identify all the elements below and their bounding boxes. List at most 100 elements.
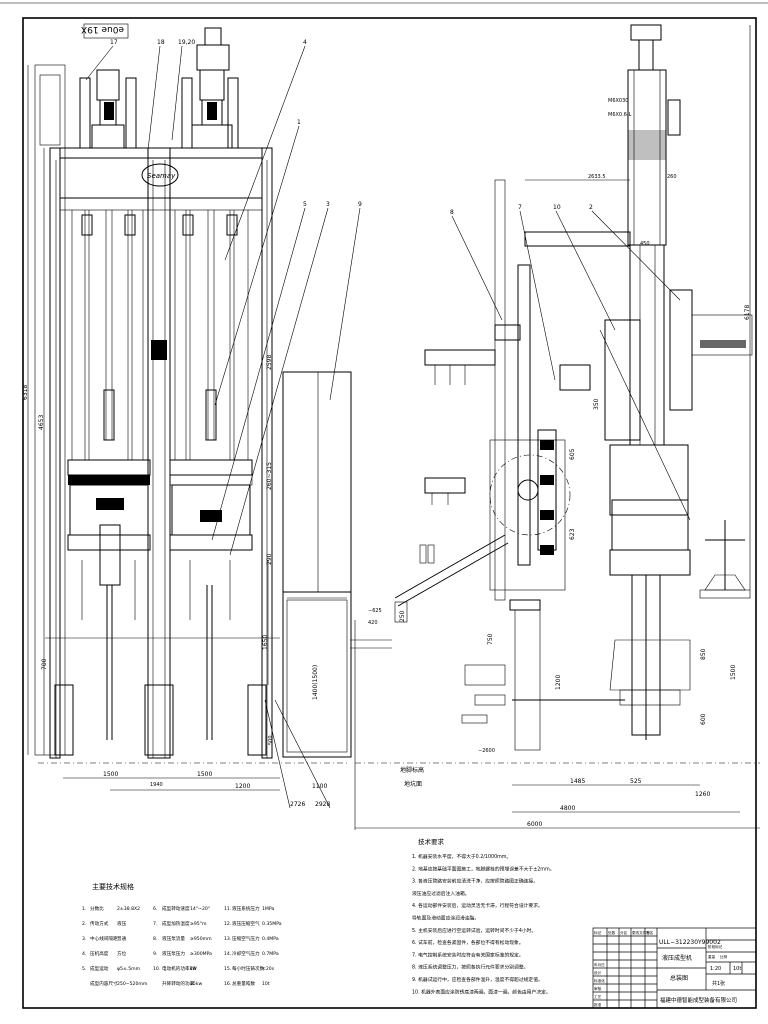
- svg-text:6178: 6178: [744, 305, 751, 320]
- company-name: 福建中德智能成型装备有限公司: [660, 996, 737, 1004]
- svg-text:1260: 1260: [695, 791, 710, 798]
- svg-text:850: 850: [700, 648, 707, 660]
- note-line: 5. 主机安装后应进行空运转试验，运转时间不少于4小时。: [412, 927, 536, 934]
- spec-cell: 普通: [117, 935, 127, 942]
- svg-text:地脚标高: 地脚标高: [400, 766, 424, 774]
- note-line: 2. 地基应按基础平面图施工，地脚螺栓的预埋误差不大于±2mm。: [412, 865, 554, 872]
- spec-cell: φ5±.5mm: [117, 966, 141, 972]
- note-line: 1. 机器安装水平度，不得大于0.2/1000mm。: [412, 853, 511, 860]
- svg-text:2726: 2726: [290, 801, 305, 808]
- spec-cell: 35kw: [190, 981, 203, 987]
- spec-cell: 压缩空气压力: [232, 935, 260, 942]
- title-block-cell: 标准化: [594, 978, 605, 983]
- spec-cell: 分数比: [90, 905, 104, 912]
- spec-cell: 15.: [224, 966, 231, 972]
- tech-notes: 技术要求 1. 机器安装水平度，不得大于0.2/1000mm。2. 地基应按基础…: [412, 837, 554, 995]
- brand-logo: [141, 163, 179, 187]
- title-block-cell: 标记: [594, 930, 602, 935]
- svg-text:1100: 1100: [312, 783, 327, 790]
- svg-text:1485: 1485: [570, 778, 585, 785]
- spec-cell: 2.: [82, 921, 86, 927]
- note-line: 3. 各液压管路安装前应清洗干净，应按照管路图正确连接。: [412, 878, 538, 885]
- spec-cell: 4.: [82, 951, 86, 957]
- svg-text:3: 3: [326, 201, 330, 208]
- svg-text:5: 5: [303, 201, 307, 208]
- svg-text:1650: 1650: [262, 635, 269, 650]
- svg-text:1: 1: [297, 119, 301, 126]
- svg-text:290: 290: [266, 553, 273, 565]
- spec-cell: ≥950mm: [190, 936, 212, 942]
- title-block-cell: 年月日: [594, 962, 605, 967]
- svg-text:Seamay: Seamay: [147, 172, 176, 180]
- spec-cell: 6.: [153, 906, 157, 912]
- spec-cell: 7.: [153, 921, 157, 927]
- spec-cell: 0.7MPa: [262, 951, 279, 957]
- scale: 1:20: [710, 966, 721, 972]
- title-block-cell: 审核: [594, 986, 602, 991]
- spec-cell: 液压: [117, 920, 127, 927]
- spec-cell: 14°~20°: [190, 906, 210, 912]
- spec-cell: 250∼520mm: [117, 981, 148, 987]
- svg-text:6000: 6000: [527, 821, 542, 828]
- spec-cell: 5.: [82, 966, 86, 972]
- svg-text:2598: 2598: [266, 355, 273, 370]
- svg-text:500: 500: [268, 735, 274, 745]
- note-line: 液压油应过滤后注入油箱。: [412, 890, 470, 897]
- svg-text:17: 17: [110, 39, 118, 46]
- svg-text:7: 7: [518, 204, 522, 211]
- svg-text:260~315: 260~315: [266, 462, 273, 490]
- svg-text:450: 450: [640, 241, 650, 247]
- drawing-number: ULL−312230Y99002: [659, 939, 721, 946]
- spec-title: 主要技术规格: [92, 882, 134, 891]
- stamp-text: e0ue 19X: [81, 24, 124, 34]
- svg-text:8: 8: [450, 209, 454, 216]
- svg-text:4: 4: [303, 39, 307, 46]
- svg-text:9: 9: [358, 201, 362, 208]
- spec-cell: 14.: [224, 951, 231, 957]
- svg-text:525: 525: [630, 778, 642, 785]
- svg-text:−625: −625: [368, 608, 382, 614]
- spec-cell: 13.: [224, 936, 231, 942]
- note-line: 8. 液压系统调整压力，按照各执行元件要求分别调整。: [412, 964, 528, 971]
- svg-text:2928: 2928: [315, 801, 330, 808]
- spec-cell: 16.: [224, 981, 231, 987]
- cabinet-dim: 1400(1500): [312, 665, 319, 700]
- spec-cell: 总重量吨数: [232, 980, 255, 987]
- spec-cell: 升降转动的功率: [162, 980, 195, 987]
- svg-text:623: 623: [569, 528, 576, 540]
- spec-cell: 8.: [153, 936, 157, 942]
- spec-cell: 10t: [262, 981, 270, 987]
- title-block-cell: 更改文件号: [632, 930, 650, 935]
- svg-text:250: 250: [399, 610, 406, 622]
- spec-cell: 方位: [117, 950, 127, 957]
- title-block-cell: 重量: [708, 954, 716, 959]
- title-block-cell: 签名: [646, 930, 654, 935]
- title-block-cell: 处数: [608, 930, 616, 935]
- spec-cell: 1.: [82, 906, 86, 912]
- svg-text:19,20: 19,20: [178, 39, 195, 46]
- spec-cell: 0.4MPa: [262, 936, 279, 942]
- spec-cell: 9.: [153, 951, 157, 957]
- spec-cell: <20s: [262, 966, 275, 972]
- spec-cell: 液压系统压力: [232, 905, 260, 912]
- spec-cell: 成型加热温度: [162, 920, 190, 927]
- spec-cell: 压机高度: [90, 950, 109, 957]
- spec-cell: ≥300MPa: [190, 951, 212, 957]
- svg-text:10t: 10t: [733, 966, 741, 972]
- svg-text:M6X0.6-L: M6X0.6-L: [608, 112, 632, 118]
- svg-text:6318: 6318: [22, 385, 29, 400]
- svg-text:4800: 4800: [560, 805, 575, 812]
- spec-cell: 每小时压铸次数: [232, 965, 265, 972]
- svg-text:M6X030: M6X030: [608, 98, 628, 104]
- spec-cell: 成型转动速度: [162, 905, 190, 912]
- svg-text:605: 605: [569, 448, 576, 460]
- spec-cell: 成型运动: [90, 965, 109, 972]
- note-line: 7. 电气控制系统安装时应符合有关国家标准的规定。: [412, 951, 524, 958]
- svg-text:700: 700: [41, 658, 48, 670]
- note-line: 导轨面及滑动面应涂润滑油脂。: [412, 915, 479, 922]
- stamp: e0ue 19X: [81, 23, 129, 39]
- front-view: Seamay: [34, 27, 352, 764]
- svg-text:1500: 1500: [197, 771, 212, 778]
